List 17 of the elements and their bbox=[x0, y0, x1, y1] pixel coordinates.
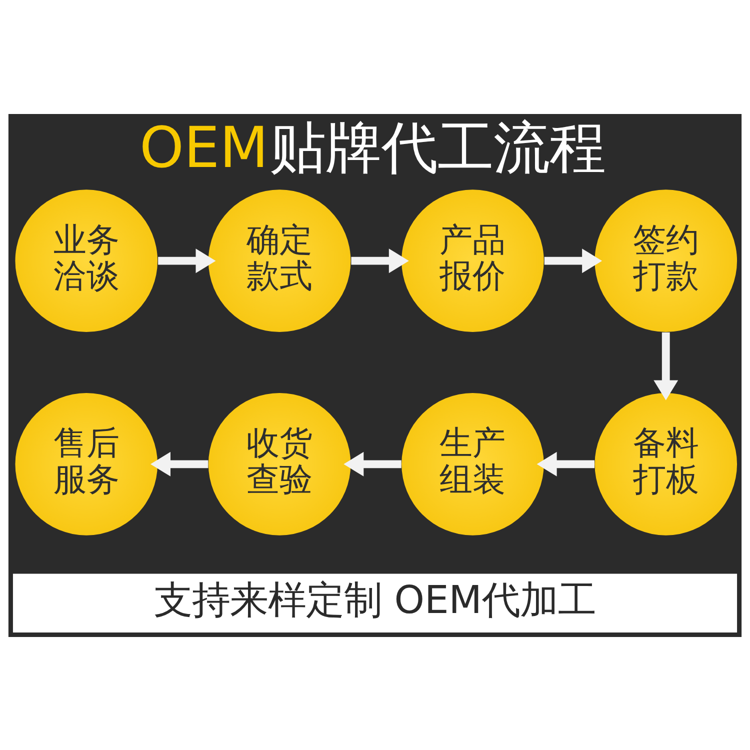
node-circle: 签约打款 bbox=[594, 189, 738, 332]
arrow bbox=[544, 248, 602, 273]
arrow bbox=[536, 451, 594, 476]
node-circle: 备料打板 bbox=[594, 392, 738, 535]
arrow bbox=[158, 248, 216, 273]
arrow bbox=[344, 451, 402, 476]
arrow bbox=[654, 332, 678, 400]
diagram-title: OEM贴牌代工流程 bbox=[139, 116, 606, 181]
arrow bbox=[150, 451, 208, 476]
node-box: 支持来样定制 OEM代加工 bbox=[12, 573, 738, 632]
node-circle: 确定款式 bbox=[208, 189, 351, 332]
node-circle: 售后服务 bbox=[15, 392, 158, 535]
node-circle: 收货查验 bbox=[208, 392, 351, 535]
node-circle: 生产组装 bbox=[402, 392, 544, 535]
arrow bbox=[351, 248, 409, 273]
node-circle: 业务洽谈 bbox=[15, 189, 158, 332]
node-circle: 产品报价 bbox=[402, 189, 544, 332]
